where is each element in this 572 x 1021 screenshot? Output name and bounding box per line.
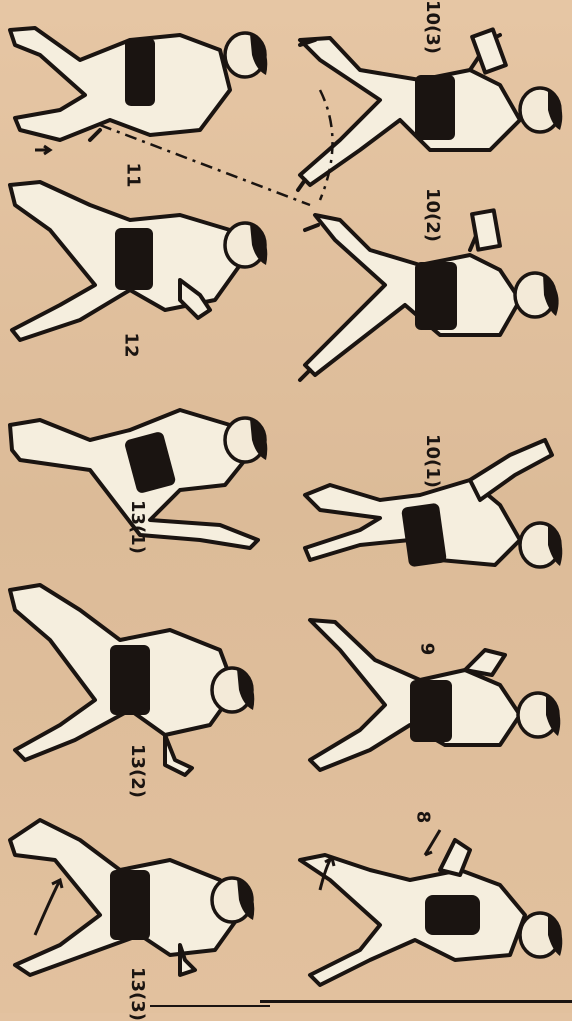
- label-11: 11: [124, 162, 142, 187]
- label-10-2: 10(2): [423, 188, 441, 242]
- label-13-2: 13(2): [128, 744, 146, 798]
- figure-12: [10, 182, 267, 340]
- label-13-1: 13(1): [128, 500, 146, 554]
- label-10-1: 10(1): [423, 434, 441, 488]
- bottom-rule-left: [260, 1000, 572, 1003]
- label-10-3: 10(3): [423, 0, 441, 54]
- label-8: 8: [413, 811, 431, 824]
- figure-13-3: [10, 820, 254, 975]
- label-12: 12: [122, 332, 140, 357]
- label-9: 9: [417, 643, 435, 656]
- figure-11: [10, 28, 310, 205]
- bottom-rule-mid: [150, 1005, 270, 1007]
- figure-8: [300, 830, 562, 985]
- figure-10-3: [298, 29, 562, 200]
